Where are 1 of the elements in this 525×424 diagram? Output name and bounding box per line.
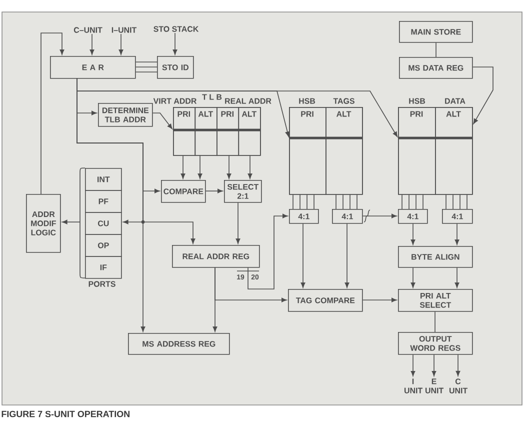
caption: FIGURE 7 S-UNIT OPERATION <box>2 410 130 418</box>
